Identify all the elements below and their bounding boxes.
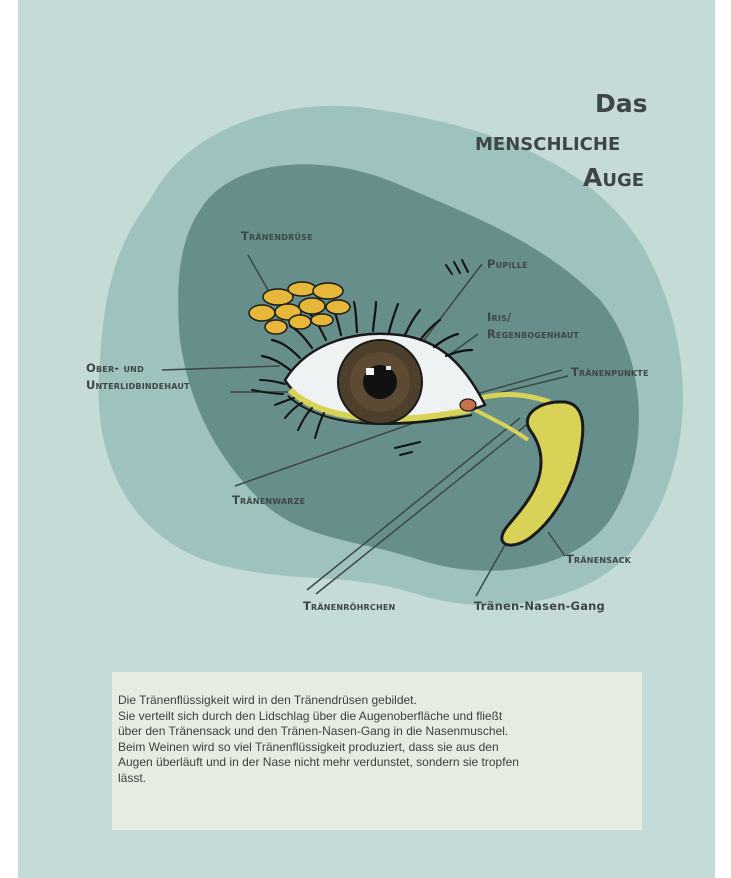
title-menschliche: menschliche [475, 127, 620, 157]
title-das: Das [595, 89, 648, 119]
caption-line: Beim Weinen wird so viel Tränenflüssigke… [118, 740, 638, 756]
label-traenensack: Tränensack [566, 551, 631, 567]
caption-text: Die Tränenflüssigkeit wird in den Tränen… [118, 693, 638, 786]
caption-line: über den Tränensack und den Tränen-Nasen… [118, 724, 638, 740]
caption-line: Sie verteilt sich durch den Lidschlag üb… [118, 709, 638, 725]
label-traenenroehrchen: Tränenröhrchen [303, 598, 395, 614]
caption-line: lässt. [118, 771, 638, 787]
label-oberlid-1: Ober- und [86, 360, 144, 376]
label-traenenwarze: Tränenwarze [232, 492, 305, 508]
label-traenendruese: Tränendrüse [241, 228, 313, 244]
caption-line: Die Tränenflüssigkeit wird in den Tränen… [118, 693, 638, 709]
label-traenen-nasen-gang: Tränen-Nasen-Gang [474, 598, 605, 614]
label-traenenpunkte: Tränenpunkte [571, 364, 649, 380]
label-iris-1: Iris/ [487, 309, 511, 325]
eye-highlight-2 [386, 366, 391, 370]
title-auge: Auge [583, 163, 644, 193]
label-pupille: Pupille [487, 256, 528, 272]
label-oberlid-2: Unterlidbindehaut [86, 377, 190, 393]
caption-line: Augen überläuft und in der Nase nicht me… [118, 755, 638, 771]
label-iris-2: Regenbogenhaut [487, 326, 579, 342]
lacrimal-caruncle [460, 399, 476, 411]
eye-highlight [366, 368, 374, 375]
